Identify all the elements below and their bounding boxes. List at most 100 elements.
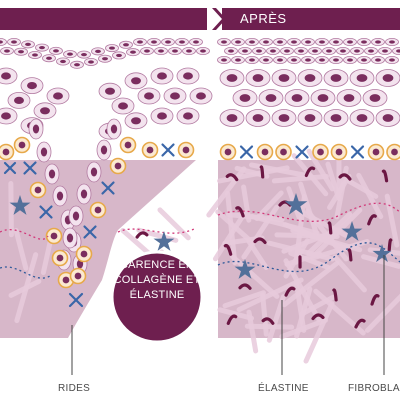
elastin-fiber-icon	[311, 313, 325, 321]
basal-cell-nucleus	[62, 276, 70, 284]
cell-nucleus	[25, 42, 31, 46]
cell-nucleus	[226, 114, 238, 122]
basal-cell-nucleus	[56, 254, 64, 262]
cell-nucleus	[382, 49, 388, 53]
cell-nucleus	[48, 169, 56, 179]
dotted-lines-right	[217, 202, 400, 272]
cell-nucleus	[343, 94, 355, 102]
cell-nucleus	[382, 114, 394, 122]
cell-nucleus	[319, 40, 325, 44]
cell-nucleus	[200, 49, 206, 53]
cell-nucleus	[317, 94, 329, 102]
collagen-fiber	[325, 161, 341, 200]
elastin-fiber-icon	[259, 165, 265, 179]
cell-nucleus	[252, 114, 264, 122]
cell-nucleus	[158, 49, 164, 53]
cell-nucleus	[11, 40, 17, 44]
callout-line-3: ÉLASTINE	[129, 289, 185, 301]
fibroblast-star-icon	[372, 244, 392, 263]
basal-cell-nucleus	[80, 250, 88, 258]
cell-nucleus	[172, 49, 178, 53]
basal-cell-nucleus	[335, 148, 343, 156]
cell	[0, 38, 7, 46]
collagen-fiber	[279, 317, 328, 340]
collagen-fiber	[13, 228, 29, 271]
cell-nucleus	[347, 58, 353, 62]
collagen-fiber	[266, 294, 286, 343]
basal-cell-nucleus	[182, 146, 190, 154]
cell-nucleus	[382, 74, 394, 82]
collagen-fiber	[222, 290, 266, 309]
basal-cell-nucleus	[124, 141, 132, 149]
epidermis-right	[217, 38, 400, 161]
cell-nucleus	[356, 114, 368, 122]
collagen-fiber	[241, 204, 280, 260]
cell-nucleus	[361, 58, 367, 62]
cell-nucleus	[40, 107, 50, 115]
cell-nucleus	[284, 49, 290, 53]
fibroblast-star-icon	[284, 193, 308, 215]
cross-mark-icon	[39, 205, 53, 219]
cell-nucleus	[109, 46, 115, 50]
cell-nucleus	[1, 72, 11, 80]
cell-nucleus	[221, 40, 227, 44]
collagen-fiber	[246, 239, 269, 271]
cell-nucleus	[123, 43, 129, 47]
cell-nucleus	[157, 112, 167, 120]
rides-label: RIDES	[58, 383, 91, 394]
cell-nucleus	[221, 58, 227, 62]
cell-nucleus	[270, 49, 276, 53]
elastin-fiber-icon	[223, 243, 233, 256]
cross-stroke	[39, 205, 53, 219]
cell-nucleus	[291, 94, 303, 102]
cell-nucleus	[183, 112, 193, 120]
collagen-fiber	[298, 181, 319, 235]
cell-nucleus	[333, 58, 339, 62]
cross-mark-icon	[3, 161, 17, 175]
avant-banner	[0, 8, 207, 30]
cell-nucleus	[102, 57, 108, 61]
elastin-fiber-icon	[238, 283, 252, 290]
cell-nucleus	[4, 49, 10, 53]
cell-nucleus	[369, 94, 381, 102]
cell-nucleus	[278, 114, 290, 122]
elastin-fiber-icon	[367, 214, 377, 226]
dermis-left	[0, 160, 196, 338]
cell-nucleus	[277, 58, 283, 62]
collagen-fiber	[217, 307, 255, 321]
collagen-fiber	[14, 252, 39, 324]
cross-mark-icon	[161, 143, 175, 157]
cell-nucleus	[278, 74, 290, 82]
fibroblast-star-icon	[234, 259, 256, 279]
collagen-fiber	[303, 301, 335, 364]
cell-nucleus	[67, 52, 73, 56]
basal-cell-nucleus	[261, 148, 269, 156]
cell-nucleus	[46, 56, 52, 60]
elastin-fiber-icon	[347, 248, 353, 262]
cross-mark-icon	[23, 161, 37, 175]
cell-nucleus	[249, 58, 255, 62]
cross-stroke	[3, 161, 17, 175]
apres-banner	[222, 8, 400, 30]
elastin-fiber-icon	[253, 237, 267, 245]
dotted-line	[0, 229, 49, 240]
elastin-fiber-icon	[381, 169, 389, 183]
collagen-fibers-right	[206, 148, 400, 364]
cell-nucleus	[242, 49, 248, 53]
cell-nucleus	[74, 63, 80, 67]
cell-nucleus	[389, 40, 395, 44]
cell-nucleus	[32, 124, 40, 134]
cell-nucleus	[183, 72, 193, 80]
cell-nucleus	[186, 49, 192, 53]
cell-nucleus	[151, 40, 157, 44]
cross-stroke	[295, 145, 309, 159]
fibroblast-star-icon	[341, 221, 363, 241]
fibroblastes-label: FIBROBLA	[348, 383, 400, 394]
cross-stroke	[68, 292, 84, 308]
cell-nucleus	[165, 40, 171, 44]
collagen-fiber	[356, 172, 384, 220]
cell-nucleus	[252, 74, 264, 82]
basal-cell-nucleus	[391, 148, 398, 156]
cell-nucleus	[305, 58, 311, 62]
